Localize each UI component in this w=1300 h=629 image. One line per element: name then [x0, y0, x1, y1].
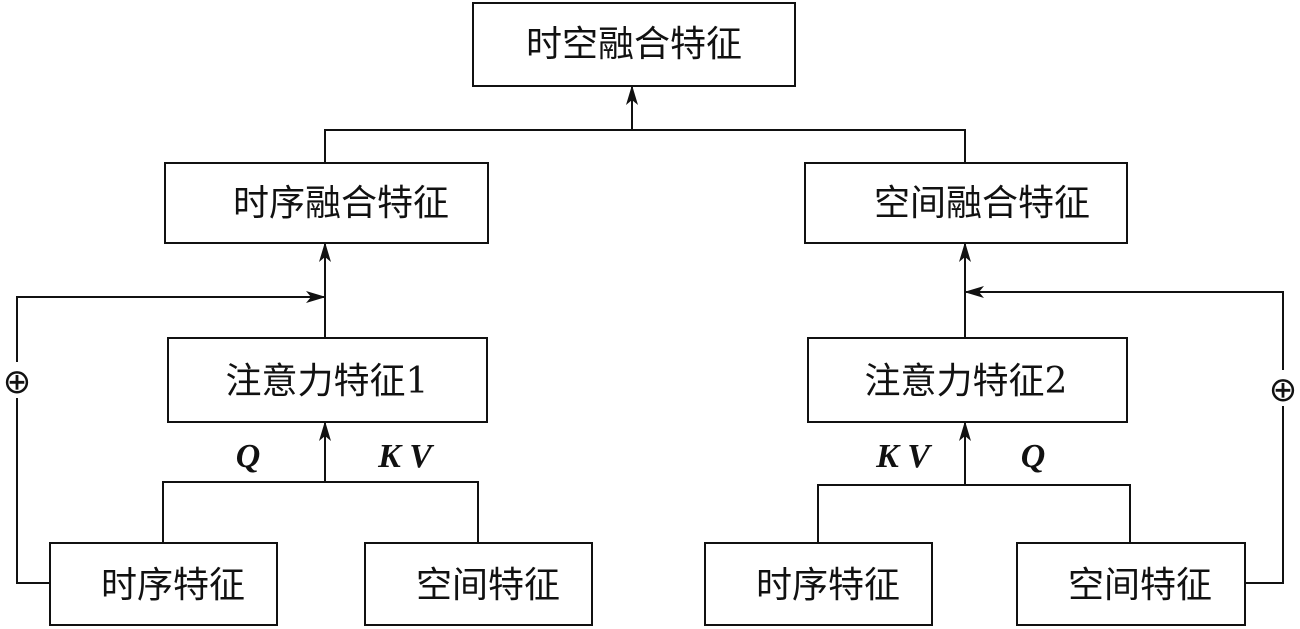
merge-line [324, 129, 966, 163]
box-right-fusion: 空间融合特征 [804, 162, 1128, 244]
box-left-attention: 注意力特征1 [167, 337, 488, 423]
box-bottom-right-spatial: 空间特征 [1016, 542, 1246, 626]
box-bottom-right-temporal: 时序特征 [704, 542, 933, 626]
left-q-input-line [162, 481, 325, 543]
box-right-fusion-label: 空间融合特征 [874, 183, 1090, 224]
left-kv-label: K V [377, 438, 434, 475]
right-q-label: Q [1021, 438, 1046, 475]
box-right-attention-label: 注意力特征2 [865, 361, 1068, 402]
left-add-operator: ⊕ [0, 362, 34, 402]
connectors [16, 85, 1284, 584]
box-top-label: 时空融合特征 [526, 24, 742, 65]
box-top: 时空融合特征 [472, 2, 796, 87]
box-right-attention: 注意力特征2 [807, 337, 1128, 423]
right-residual-line [964, 286, 1284, 584]
right-q-input-line [965, 484, 1131, 543]
box-bottom-left-spatial-label: 空间特征 [416, 565, 560, 606]
box-bottom-left-temporal: 时序特征 [49, 542, 278, 626]
box-bottom-left-temporal-label: 时序特征 [101, 565, 245, 606]
right-kv-label: K V [875, 438, 932, 475]
right-kv-input-line [817, 484, 965, 543]
left-q-label: Q [236, 438, 261, 475]
box-bottom-right-spatial-label: 空间特征 [1068, 565, 1212, 606]
box-left-fusion: 时序融合特征 [164, 162, 489, 244]
right-add-icon: ⊕ [1269, 370, 1298, 410]
right-add-operator: ⊕ [1266, 370, 1300, 410]
box-left-attention-label: 注意力特征1 [226, 361, 429, 402]
box-left-fusion-label: 时序融合特征 [233, 183, 449, 224]
left-residual-line [16, 291, 326, 584]
box-bottom-right-temporal-label: 时序特征 [756, 565, 900, 606]
left-add-icon: ⊕ [3, 362, 32, 402]
box-bottom-left-spatial: 空间特征 [364, 542, 593, 626]
left-kv-input-line [325, 481, 479, 543]
